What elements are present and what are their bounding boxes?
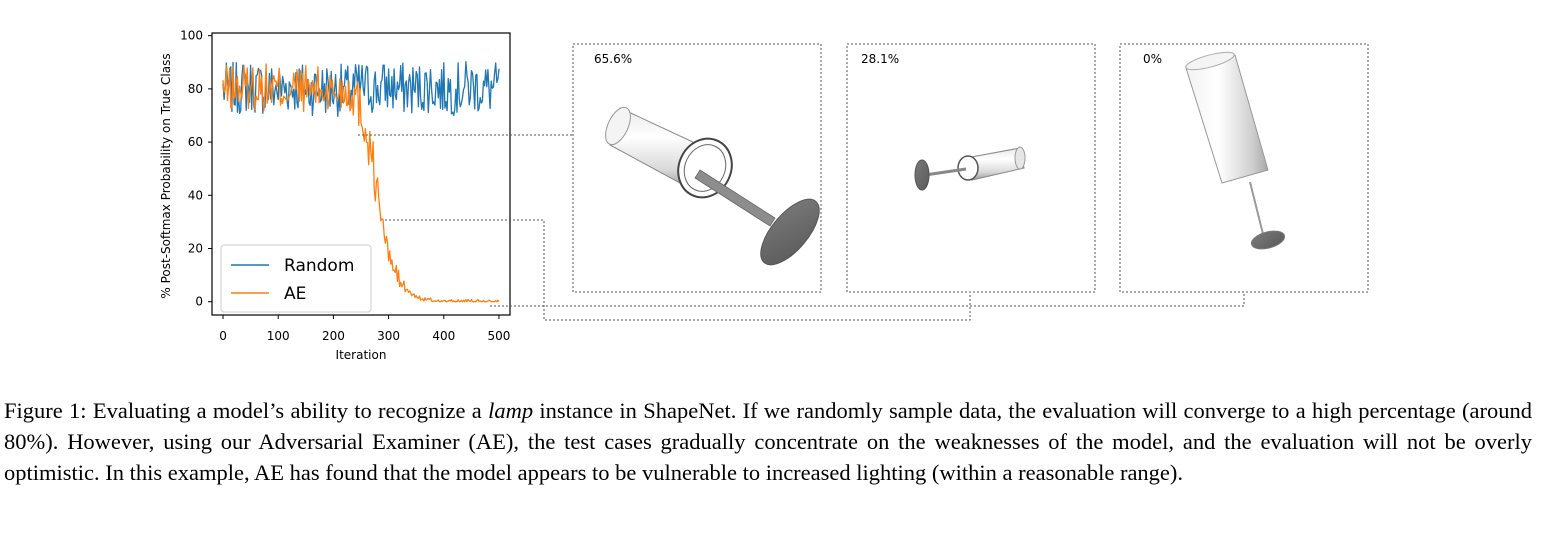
series-line-ae [222,63,500,303]
plot-frame [211,32,511,316]
x-axis-label: Iteration [336,348,387,362]
y-tick-label: 80 [188,82,203,96]
legend-label-random: Random [284,256,354,276]
x-tick-label: 0 [219,329,227,343]
x-tick-label: 200 [322,329,345,343]
y-axis-label: % Post-Softmax Probability on True Class [159,53,173,298]
panel-label: 0% [1143,52,1162,66]
x-tick-label: 300 [377,329,400,343]
x-tick-label: 400 [432,329,455,343]
y-tick-label: 0 [195,295,203,309]
legend: Random AE [220,244,372,313]
y-tick-label: 100 [180,29,203,43]
y-tick-label: 40 [188,188,203,202]
x-tick-label: 100 [267,329,290,343]
panel-label: 28.1% [861,52,899,66]
caption-prefix: Figure 1: Evaluating a model’s ability t… [4,398,489,423]
caption-suffix: instance in ShapeNet. If we randomly sam… [4,398,1532,485]
panel-1: 65.6% [572,43,822,293]
lamp-render-2 [914,146,1026,191]
x-tick-label: 500 [488,329,511,343]
x-axis-ticks: 0 100 200 300 400 500 [219,315,510,343]
y-tick-label: 60 [188,135,203,149]
figure-caption: Figure 1: Evaluating a model’s ability t… [4,395,1532,488]
lamp-render-1 [605,106,820,266]
panel-label: 65.6% [594,52,632,66]
caption-italic-word: lamp [488,398,534,423]
panel-2: 28.1% [846,43,1096,293]
connector-lines [358,134,1245,321]
y-axis-ticks: 0 20 40 60 80 100 [180,29,212,309]
series-line-random [222,61,500,117]
lamp-render-3 [1185,51,1286,250]
legend-label-ae: AE [284,284,306,304]
y-tick-label: 20 [188,241,203,255]
panel-3: 0% [1119,43,1369,293]
